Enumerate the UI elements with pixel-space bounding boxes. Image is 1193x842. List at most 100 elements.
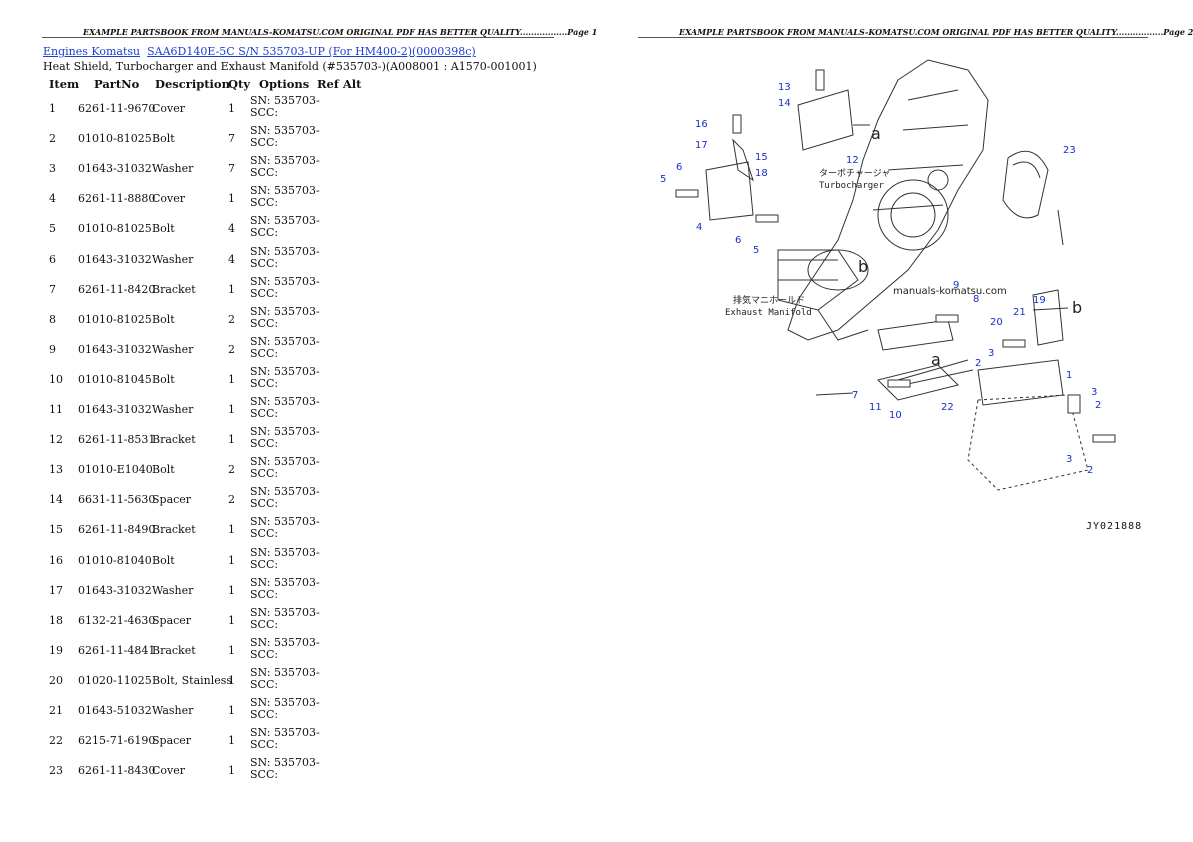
description-cell: Cover	[152, 764, 186, 778]
partno-cell: 01010-81025	[78, 132, 152, 146]
breadcrumb: Engines Komatsu SAA6D140E-5C S/N 535703-…	[43, 45, 476, 58]
description-cell: Washer	[152, 162, 194, 176]
options-cell: SN: 535703-SCC:	[250, 184, 320, 210]
options-cell: SN: 535703-SCC:	[250, 425, 320, 451]
item-cell: 13	[49, 463, 63, 477]
qty-cell: 1	[228, 553, 235, 567]
options-cell: SN: 535703-SCC:	[250, 214, 320, 240]
options-cell: SN: 535703-SCC:	[250, 605, 320, 631]
partno-cell: 01643-31032	[78, 403, 152, 416]
partno-cell: 01010-81045	[78, 372, 152, 386]
partno-cell: 01010-E1040	[78, 463, 153, 477]
qty-cell: 1	[228, 282, 235, 296]
partno-cell: 6261-11-8490	[78, 523, 156, 537]
page1-header-rule	[42, 37, 554, 38]
callout-22: 22	[941, 402, 954, 413]
description-cell: Bracket	[152, 643, 196, 657]
options-cell: SN: 535703-SCC:	[250, 455, 320, 481]
item-cell: 8	[49, 312, 56, 326]
qty-cell: 1	[228, 523, 235, 537]
options-cell: SN: 535703-SCC:	[250, 485, 320, 511]
item-cell: 4	[49, 192, 56, 206]
qty-cell: 1	[228, 403, 235, 416]
callout-5b: 5	[753, 245, 759, 256]
description-cell: Bolt	[152, 312, 175, 326]
options-cell: SN: 535703-SCC:	[250, 696, 320, 721]
page1-header: EXAMPLE PARTSBOOK FROM MANUALS-KOMATSU.C…	[83, 27, 598, 37]
watermark: manuals-komatsu.com	[893, 286, 1007, 297]
partno-cell: 01643-31032	[78, 162, 152, 176]
qty-cell: 4	[228, 222, 235, 236]
item-cell: 6	[49, 252, 56, 266]
description-cell: Bracket	[152, 433, 196, 447]
callout-15: 15	[755, 152, 768, 163]
description-cell: Washer	[152, 583, 194, 597]
col-header-refalt: Ref Alt	[317, 77, 362, 91]
description-cell: Bolt	[152, 222, 175, 236]
description-cell: Washer	[152, 252, 194, 266]
callout-4: 4	[696, 222, 702, 233]
description-cell: Spacer	[152, 613, 192, 627]
partno-cell: 01643-31032	[78, 252, 152, 266]
description-cell: Washer	[152, 704, 194, 717]
options-cell: SN: 535703-SCC:	[250, 154, 320, 180]
description-cell: Cover	[152, 102, 186, 115]
options-cell: SN: 535703-SCC:	[250, 665, 320, 691]
partno-cell: 01643-51032	[78, 704, 152, 717]
qty-cell: 1	[228, 704, 235, 717]
callout-3c: 3	[1066, 454, 1072, 465]
qty-cell: 1	[228, 583, 235, 597]
item-cell: 12	[49, 433, 63, 447]
callout-18: 18	[755, 168, 768, 179]
item-cell: 11	[49, 403, 63, 416]
options-cell: SN: 535703-SCC:	[250, 94, 320, 119]
item-cell: 7	[49, 282, 56, 296]
callout-1: 1	[1066, 370, 1072, 381]
callout-2c: 2	[1087, 465, 1093, 476]
col-header-partno: PartNo	[94, 77, 140, 91]
breadcrumb-link-model[interactable]: SAA6D140E-5C S/N 535703-UP (For HM400-2)…	[147, 45, 476, 58]
qty-cell: 2	[228, 312, 235, 326]
options-cell: SN: 535703-SCC:	[250, 395, 320, 420]
qty-cell: 2	[228, 463, 235, 477]
options-cell: SN: 535703-SCC:	[250, 515, 320, 541]
options-cell: SN: 535703-SCC:	[250, 274, 320, 300]
qty-cell: 1	[228, 372, 235, 386]
qty-cell: 1	[228, 102, 235, 115]
callout-21: 21	[1013, 307, 1026, 318]
item-cell: 9	[49, 342, 56, 356]
ref-b-mid: b	[858, 257, 868, 276]
options-cell: SN: 535703-SCC:	[250, 545, 320, 571]
item-cell: 10	[49, 372, 63, 386]
partno-cell: 6261-11-8531	[78, 433, 156, 447]
callout-19: 19	[1033, 295, 1046, 306]
qty-cell: 2	[228, 493, 235, 507]
item-cell: 3	[49, 162, 56, 176]
callout-16: 16	[695, 119, 708, 130]
page-title: Heat Shield, Turbocharger and Exhaust Ma…	[43, 60, 537, 73]
breadcrumb-link-engines[interactable]: Engines Komatsu	[43, 45, 141, 58]
partno-cell: 01010-81040	[78, 553, 152, 567]
item-cell: 16	[49, 553, 63, 567]
item-cell: 5	[49, 222, 56, 236]
item-cell: 1	[49, 102, 56, 115]
qty-cell: 1	[228, 734, 235, 748]
callout-11: 11	[869, 402, 882, 413]
partno-cell: 01010-81025	[78, 222, 152, 236]
item-cell: 22	[49, 734, 63, 748]
partno-cell: 6261-11-4841	[78, 643, 156, 657]
options-cell: SN: 535703-SCC:	[250, 124, 320, 150]
callout-3: 3	[988, 348, 994, 359]
partno-cell: 6631-11-5630	[78, 493, 156, 507]
description-cell: Washer	[152, 403, 194, 416]
